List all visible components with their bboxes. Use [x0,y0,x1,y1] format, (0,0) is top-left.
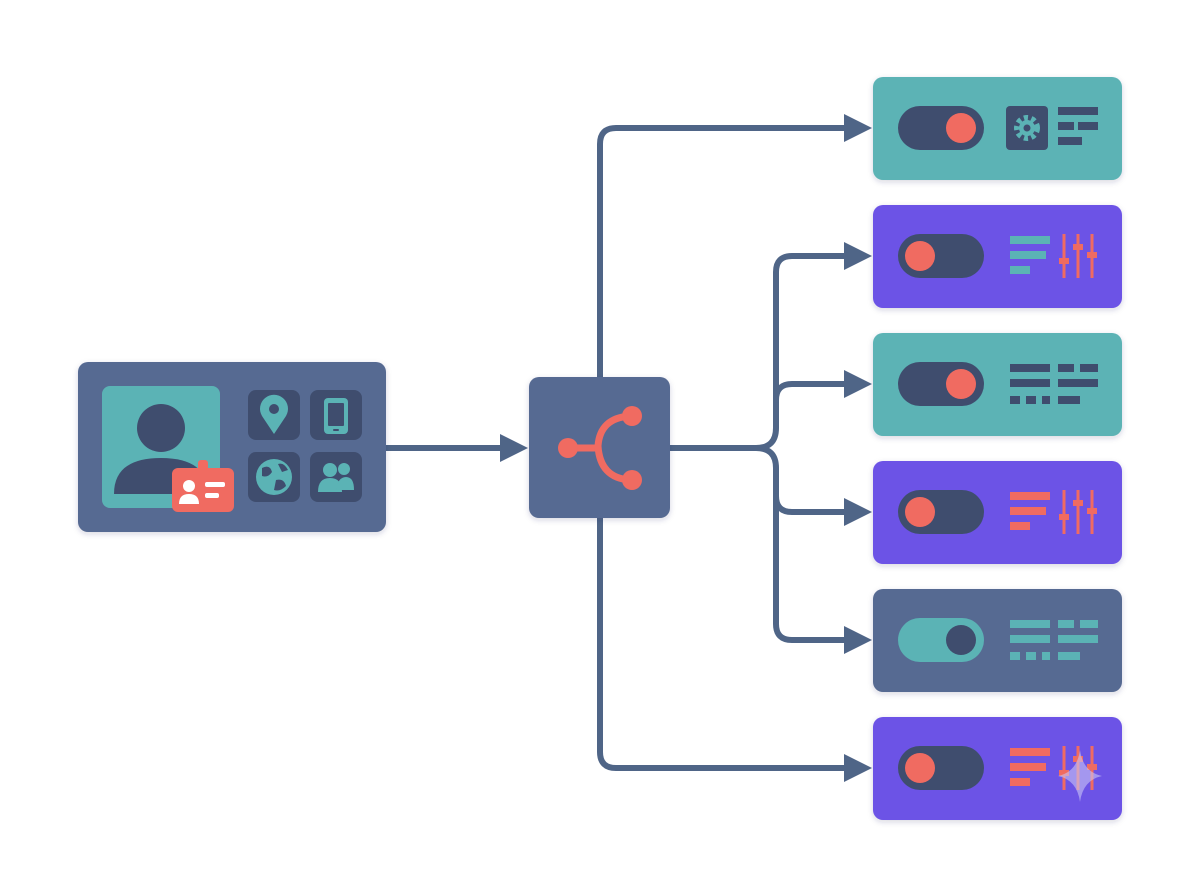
toggle-switch[interactable] [898,746,984,790]
target-card-bg [873,333,1122,436]
arrowheads [500,114,872,782]
users-group-icon [318,463,354,492]
toggle-switch[interactable] [898,234,984,278]
sliders-icon [1059,490,1097,534]
target-card-2[interactable] [873,205,1122,308]
toggle-switch[interactable] [898,106,984,150]
toggle-switch[interactable] [898,362,984,406]
users-tile [310,452,362,502]
text-lines-icon [1058,107,1098,145]
connectors [383,125,851,771]
id-badge-icon [172,460,234,512]
arrowhead-target-1 [844,114,872,142]
target-card-1[interactable] [873,77,1122,180]
text-lines-icon [1010,492,1050,530]
target-card-6[interactable] [873,717,1122,820]
target-card-3[interactable] [873,333,1122,436]
mobile-tile [310,390,362,440]
gear-tile [1006,106,1048,150]
location-pin-icon [260,394,288,434]
data-grid-icon [1010,364,1098,404]
sliders-icon [1059,234,1097,278]
connector-branch-to-target-3 [773,381,851,403]
toggle-switch[interactable] [898,490,984,534]
user-profile-tile [102,386,234,512]
hub-node[interactable] [529,377,670,518]
arrowhead-target-3 [844,370,872,398]
globe-icon [256,459,292,495]
connector-branch-to-target-5 [773,493,851,643]
connector-branch-to-target-4 [753,445,851,515]
connector-branch-to-target-2 [753,253,851,451]
data-grid-icon [1010,620,1098,660]
target-card-bg [873,717,1122,820]
arrowhead-target-2 [844,242,872,270]
mobile-phone-icon [324,398,348,434]
source-card[interactable] [78,362,386,532]
globe-tile [248,452,300,502]
target-card-5[interactable] [873,589,1122,692]
branch-split-icon [558,406,642,490]
connector-hub-to-target-6 [597,515,851,771]
toggle-switch[interactable] [898,618,984,662]
gear-icon [1014,115,1040,141]
target-card-bg [873,77,1122,180]
connector-hub-to-target-1 [597,125,851,380]
target-card-4[interactable] [873,461,1122,564]
target-card-bg [873,461,1122,564]
location-tile [248,390,300,440]
text-lines-icon [1010,748,1050,786]
arrowhead-target-5 [844,626,872,654]
target-card-bg [873,205,1122,308]
arrowhead-target-6 [844,754,872,782]
arrowhead-hub [500,434,528,462]
text-lines-icon [1010,236,1050,274]
arrowhead-target-4 [844,498,872,526]
sparkle-icon [1058,750,1102,802]
target-card-bg [873,589,1122,692]
